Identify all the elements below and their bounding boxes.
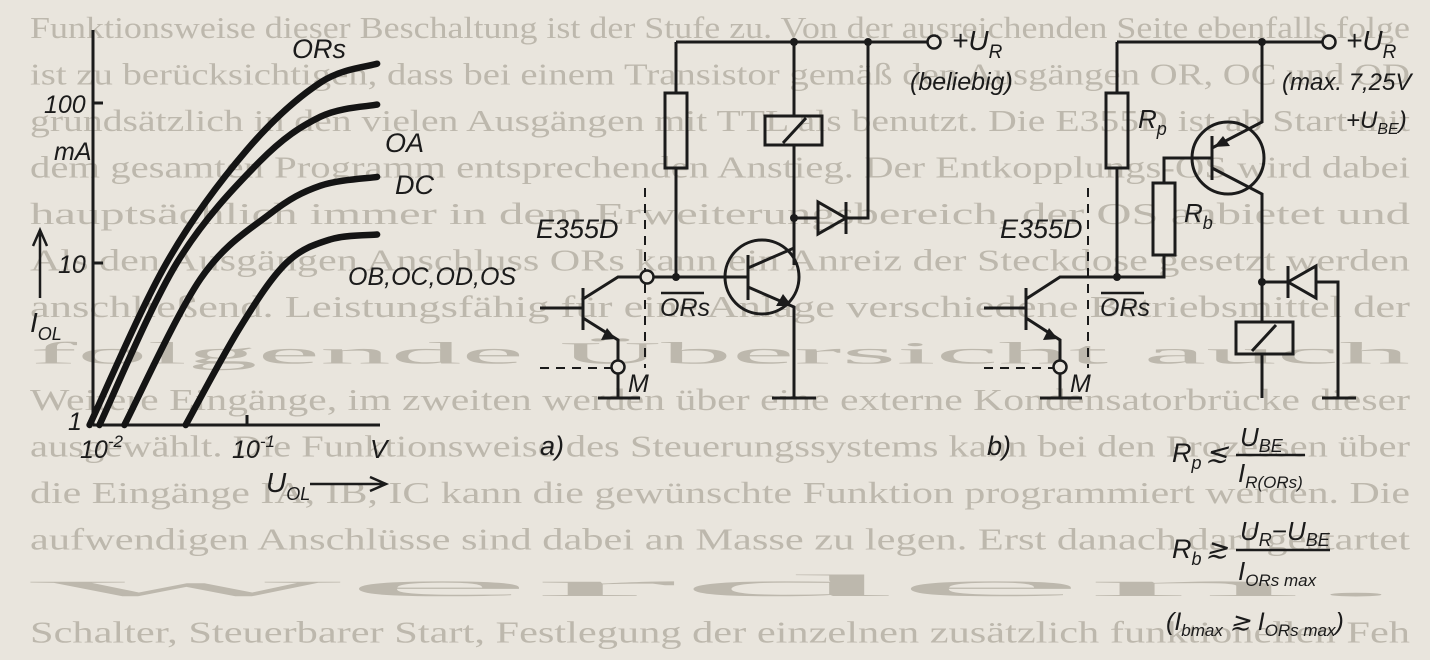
x-tick-label-1e-2: 10-2 [80,432,123,464]
background-text-line: dem gesamten Programm entsprechenden Ans… [30,150,1411,185]
background-text-line: anschließend. Leistungsfähig für eine An… [30,289,1411,324]
curve-series-3 [182,231,381,429]
a-m-label: M [628,370,649,398]
circuit-a: +UR (beliebig) E355D ORs M a) [536,25,1013,461]
y-unit: mA [54,138,92,166]
a-ors-label: ORs [660,294,710,322]
b-supply-terminal [1321,34,1337,50]
b-note-1: (max. 7,25V [1282,69,1413,96]
background-text-line: die Eingänge IA, IB, IC kann die gewünsc… [30,475,1410,510]
b-caption: b) [987,431,1011,461]
a-ic-emitter-arrow [601,328,616,340]
b-m-ground [1040,374,1082,400]
b-rp-label: Rp [1138,104,1167,139]
formula-rb-numerator: UR−UBE [1240,516,1331,550]
curve-series-2 [121,173,381,429]
b-ic-emitter-arrow [1043,328,1058,340]
a-caption: a) [540,431,564,461]
b-ors-label: ORs [1100,294,1150,322]
b-note-2: +UBE) [1346,107,1407,138]
b-supply-label: +UR [1346,25,1397,63]
y-tick-label-10: 10 [58,251,86,279]
formula-rb-denominator: IORs max [1238,556,1317,590]
background-text-line: Schalter, Steuerbarer Start, Festlegung … [30,615,1411,650]
background-text-line: folgende Übersicht auch [30,336,1412,371]
x-tick-label-1e-1: 10-1 [232,432,275,464]
x-axis-label: UOL [266,467,310,504]
a-m-ground [598,374,640,400]
formula-rp-numerator: UBE [1240,422,1284,456]
b-transistor-base [1162,136,1214,183]
series-label-dc: DC [395,170,434,200]
b-rb-label: Rb [1184,198,1213,233]
background-text-line: Funktionsweise dieser Beschaltung ist de… [30,10,1410,45]
a-ic-label: E355D [536,214,619,244]
b-rp-resistor [1104,91,1130,170]
a-emitter-arrow [776,294,792,306]
a-node-diode [790,214,798,222]
y-arrow [31,226,49,298]
a-ic-boundary [540,188,646,369]
a-relay-coil [763,114,824,147]
b-m-terminal [1052,359,1068,375]
background-text: Funktionsweise dieser Beschaltung ist de… [30,10,1412,650]
series-label-oa: OA [385,128,424,158]
b-diode-body [1284,263,1318,301]
graph: ORs OA DC OB,OC,OD,OS 100 10 1 mA IOL 10… [30,30,516,504]
a-transistor-base [676,255,750,300]
series-label-ors: ORs [292,34,346,64]
a-supply-label: +UR [952,25,1003,63]
y-tick-label-1: 1 [68,408,82,436]
background-text-line: ist zu berücksichtigen, dass bei einem T… [30,57,1410,92]
background-text-line: werden. [30,568,1410,603]
formulas: Rp≲ UBE IR(ORs) Rb≳ UR−UBE IORs max (Ibm… [1166,422,1344,640]
b-diode-wire [1262,280,1340,398]
b-relay-coil [1234,320,1295,356]
circuit-b: +UR (max. 7,25V +UBE) Rp Rb E355D O [984,25,1413,461]
b-ic-boundary [984,188,1089,369]
a-ors-terminal [639,269,655,285]
a-transistor-emitter [747,285,796,398]
a-supply-note: (beliebig) [910,68,1013,96]
formula-rb-lhs: Rb≳ [1172,534,1229,569]
background-text-line: aufwendigen Anschlüsse sind dabei an Mas… [30,522,1411,557]
curve-series-0 [86,60,381,429]
b-emitter-arrow [1214,136,1230,147]
a-relay-slash [781,116,808,145]
a-transistor-collector [747,245,796,270]
formula-condition: (Ibmax ≳ IORs max) [1166,608,1344,640]
b-rb-wire [1117,255,1166,279]
b-relay-slash [1250,323,1278,353]
formula-rp-lhs: Rp≲ [1172,438,1230,473]
x-arrow [310,475,390,493]
b-ic-transistor [984,275,1117,360]
b-m-label: M [1070,370,1091,398]
a-diode-body [816,199,850,237]
a-resistor [663,91,689,170]
series-label-ob: OB,OC,OD,OS [348,263,516,291]
curves [86,60,381,429]
a-supply-terminal [926,34,942,50]
y-axis-label: IOL [30,307,62,344]
a-m-terminal [610,359,626,375]
background-text-line: Weitere Eingänge, im zweiten werden über… [30,382,1411,417]
background-text-line: Als den Ausgängen Anschluss ORs kann ein… [30,243,1411,278]
background-text-line: ausgewählt. Die Funktionsweise des Steue… [30,429,1411,464]
curve-series-1 [96,101,381,429]
y-tick-label-100: 100 [44,91,86,119]
a-ic-transistor [540,275,640,360]
x-unit: V [370,434,390,464]
b-transistor-emitter [1211,42,1264,150]
b-ic-label: E355D [1000,214,1083,244]
formula-rp-denominator: IR(ORs) [1238,458,1303,492]
